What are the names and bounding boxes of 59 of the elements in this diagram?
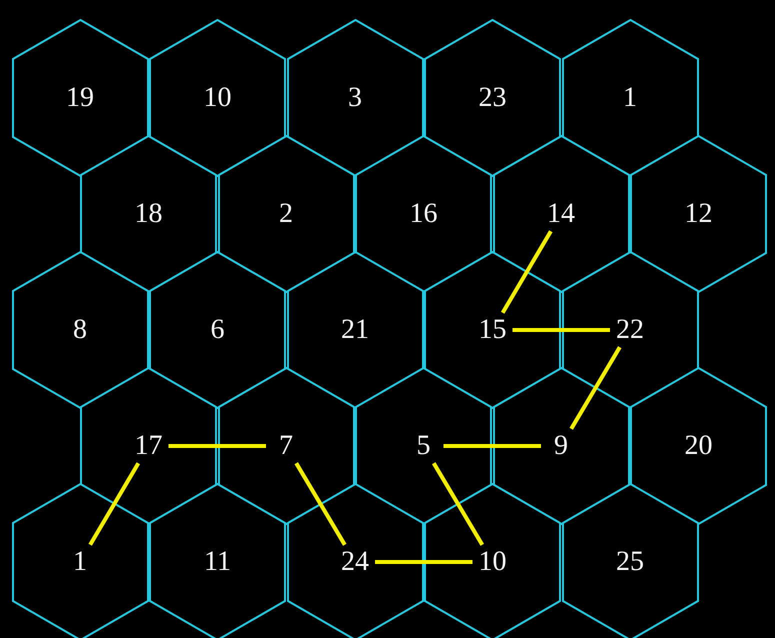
path-line (444, 444, 541, 448)
cell-number: 10 (204, 82, 232, 114)
hexagon-cell (218, 135, 354, 293)
cell-number: 22 (616, 314, 644, 346)
cell-number: 1 (73, 546, 87, 578)
cell-number: 9 (554, 430, 568, 462)
hexagon-cell (149, 483, 286, 638)
hexagon-cell (286, 251, 424, 409)
hexagon-cell (218, 367, 354, 525)
hexagon-cell (562, 251, 698, 409)
cell-number: 10 (478, 546, 506, 578)
hexagon-cell (424, 251, 561, 409)
hexagon-cell (630, 367, 767, 525)
path-line (512, 328, 610, 332)
path-line (432, 462, 484, 546)
cell-number: 20 (684, 430, 712, 462)
hexagon-cell (286, 19, 424, 177)
hexagon-cell (562, 483, 698, 638)
path-line (168, 444, 266, 448)
path-line (88, 462, 140, 546)
cell-number: 25 (616, 546, 644, 578)
cell-number: 23 (478, 82, 506, 114)
path-line (294, 462, 346, 546)
cell-number: 18 (134, 198, 162, 230)
cell-number: 7 (279, 430, 293, 462)
hexagon-cell (424, 19, 561, 177)
path-line (570, 346, 622, 430)
cell-number: 17 (134, 430, 162, 462)
hexagon-cell (355, 135, 492, 293)
cell-number: 2 (279, 198, 293, 230)
cell-number: 21 (341, 314, 369, 346)
hexagon-cell (424, 483, 561, 638)
hexagon-cell (149, 251, 286, 409)
hexagon-cell (80, 367, 217, 525)
hexagon-cell (12, 483, 148, 638)
cell-number: 12 (684, 198, 712, 230)
hexagon-cell (355, 367, 492, 525)
hexagon-cell (286, 483, 424, 638)
cell-number: 3 (348, 82, 362, 114)
hexagon-cell (492, 367, 630, 525)
hexagon-cell (12, 251, 148, 409)
cell-number: 1 (623, 82, 637, 114)
cell-number: 16 (410, 198, 438, 230)
cell-number: 5 (416, 430, 430, 462)
cell-number: 19 (66, 82, 94, 114)
hexagon-cell (630, 135, 767, 293)
cell-number: 15 (478, 314, 506, 346)
hexagon-cell (149, 19, 286, 177)
cell-number: 6 (210, 314, 224, 346)
path-line (500, 230, 553, 314)
path-line (375, 560, 472, 564)
hexagon-cell (492, 135, 630, 293)
hexagon-cell (80, 135, 217, 293)
cell-number: 24 (341, 546, 369, 578)
cell-number: 14 (547, 198, 575, 230)
cell-number: 11 (204, 546, 231, 578)
cell-number: 8 (73, 314, 87, 346)
hexagon-cell (12, 19, 148, 177)
hexagon-cell (562, 19, 698, 177)
